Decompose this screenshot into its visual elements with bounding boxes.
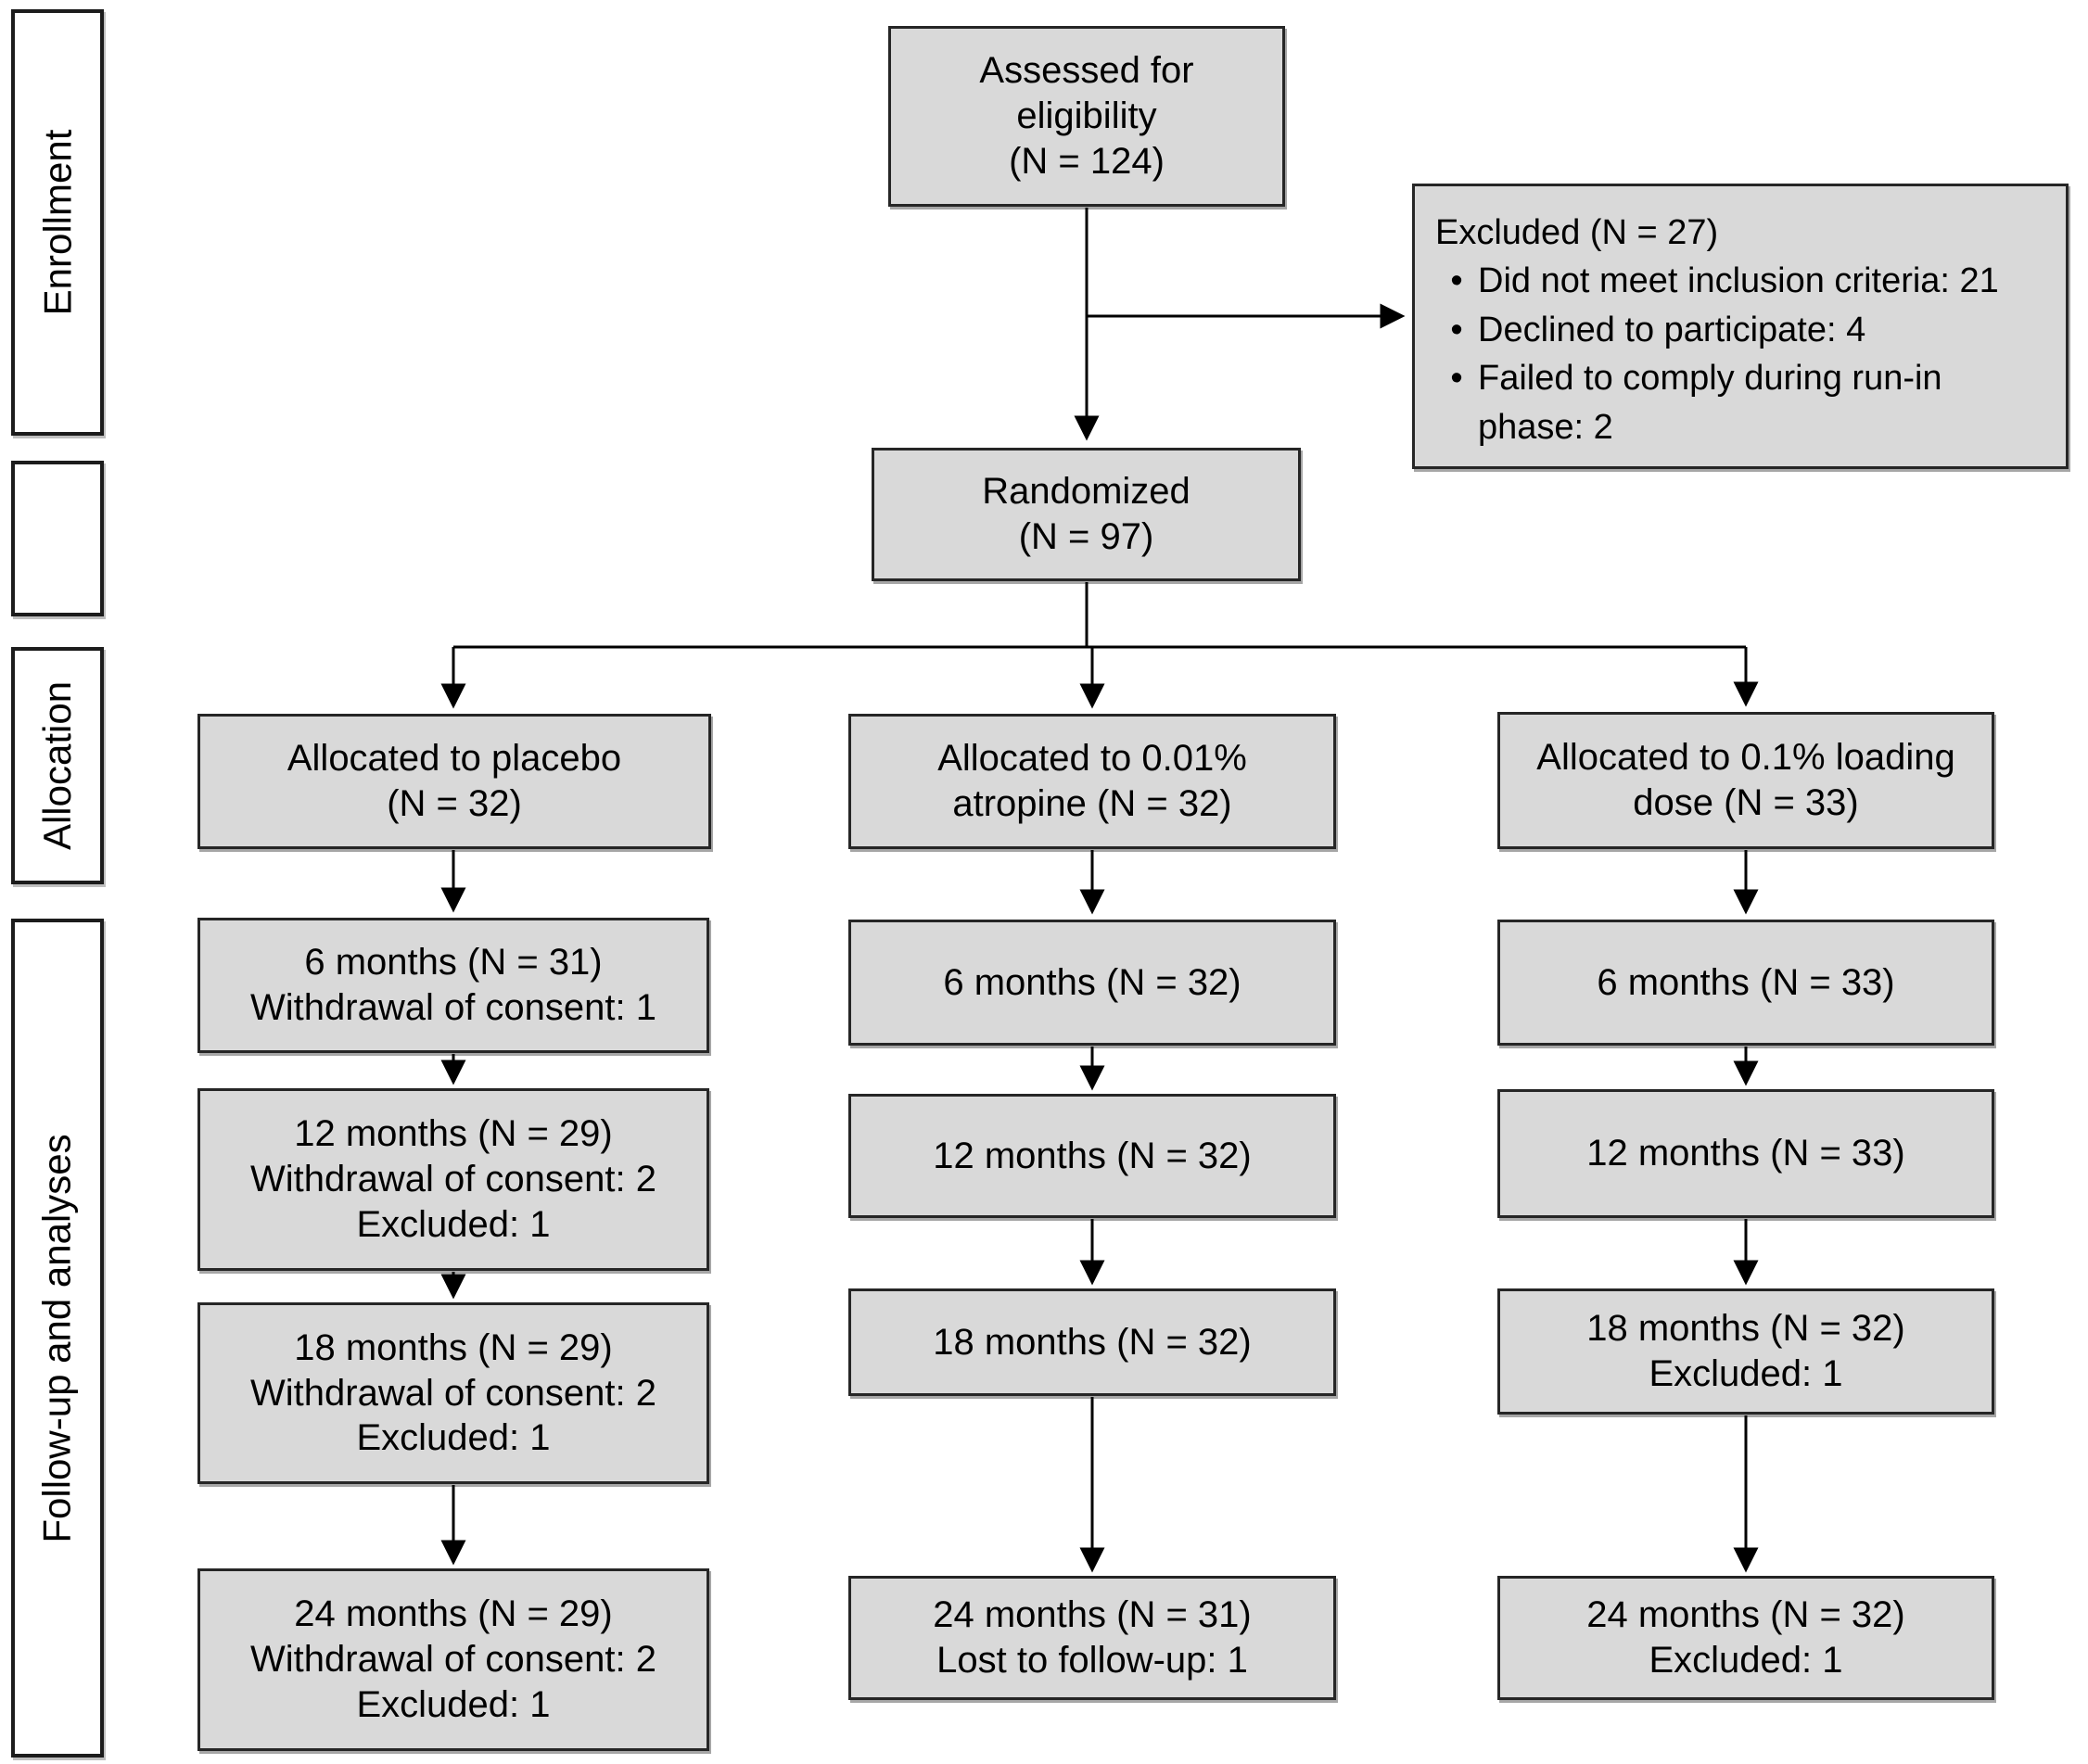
box-line: 12 months (N = 33): [1586, 1133, 1905, 1174]
followup-placebo-24m-box: 24 months (N = 29) Withdrawal of consent…: [197, 1568, 709, 1751]
followup-placebo-18m-box: 18 months (N = 29) Withdrawal of consent…: [197, 1302, 709, 1484]
allocation-atropine-001-box: Allocated to 0.01% atropine (N = 32): [848, 714, 1336, 849]
followup-loading-18m-box: 18 months (N = 32) Excluded: 1: [1497, 1288, 1994, 1415]
excluded-bullet: • Failed to comply during run-in phase: …: [1435, 354, 2053, 451]
excluded-bullet-text: Did not meet inclusion criteria: 21: [1478, 261, 1999, 301]
followup-loading-24m-box: 24 months (N = 32) Excluded: 1: [1497, 1576, 1994, 1700]
box-line: 12 months (N = 32): [933, 1135, 1252, 1176]
box-line: 18 months (N = 32): [1586, 1308, 1905, 1350]
excluded-bullet: • Declined to participate: 4: [1435, 306, 1865, 354]
box-line: 6 months (N = 32): [943, 961, 1241, 1003]
box-line: 6 months (N = 31): [304, 942, 603, 984]
rail-followup-analyses: Follow-up and analyses: [11, 919, 104, 1758]
box-line: Randomized: [982, 471, 1190, 513]
box-line: atropine (N = 32): [952, 783, 1232, 824]
randomized-box: Randomized (N = 97): [872, 448, 1301, 581]
followup-atropine-18m-box: 18 months (N = 32): [848, 1288, 1336, 1396]
bullet-icon: •: [1450, 261, 1463, 301]
box-line: Lost to follow-up: 1: [936, 1640, 1248, 1681]
followup-loading-12m-box: 12 months (N = 33): [1497, 1089, 1994, 1218]
box-line: Withdrawal of consent: 1: [250, 987, 656, 1028]
box-line: 24 months (N = 29): [294, 1593, 613, 1635]
box-line: 12 months (N = 29): [294, 1113, 613, 1155]
excluded-title: Excluded (N = 27): [1435, 213, 1719, 252]
box-line: Withdrawal of consent: 2: [250, 1639, 656, 1681]
box-line: Excluded: 1: [1649, 1640, 1843, 1681]
box-line: (N = 124): [1009, 140, 1165, 182]
excluded-bullet-text: Declined to participate: 4: [1478, 310, 1866, 349]
box-line: Allocated to 0.1% loading: [1536, 737, 1955, 779]
box-line: Allocated to placebo: [286, 738, 622, 780]
rail-enrollment: Enrollment: [11, 9, 104, 436]
rail-followup-analyses-label: Follow-up and analyses: [35, 1133, 79, 1543]
excluded-bullet-text: Failed to comply during run-in phase: 2: [1478, 359, 1942, 447]
box-line: dose (N = 33): [1633, 782, 1859, 823]
box-line: 6 months (N = 33): [1597, 961, 1895, 1003]
box-line: Excluded: 1: [356, 1417, 551, 1459]
allocation-loading-dose-box: Allocated to 0.1% loading dose (N = 33): [1497, 712, 1994, 849]
bullet-icon: •: [1450, 359, 1463, 399]
box-line: Allocated to 0.01%: [937, 738, 1247, 780]
excluded-box: Excluded (N = 27) • Did not meet inclusi…: [1412, 184, 2069, 469]
box-line: Assessed for: [979, 50, 1194, 92]
rail-allocation-label: Allocation: [35, 680, 80, 851]
rail-spacer: [11, 461, 104, 616]
excluded-bullet: • Did not meet inclusion criteria: 21: [1435, 257, 1999, 305]
box-line: Excluded: 1: [1649, 1353, 1843, 1394]
followup-placebo-6m-box: 6 months (N = 31) Withdrawal of consent:…: [197, 918, 709, 1053]
box-line: 24 months (N = 32): [1586, 1594, 1905, 1636]
box-line: 18 months (N = 29): [294, 1326, 613, 1368]
box-line: 24 months (N = 31): [933, 1594, 1252, 1636]
box-line: eligibility: [1016, 95, 1157, 137]
followup-loading-6m-box: 6 months (N = 33): [1497, 920, 1994, 1046]
bullet-icon: •: [1450, 310, 1463, 349]
box-line: Excluded: 1: [356, 1683, 551, 1725]
followup-placebo-12m-box: 12 months (N = 29) Withdrawal of consent…: [197, 1088, 709, 1271]
box-line: (N = 97): [1018, 516, 1154, 557]
rail-allocation: Allocation: [11, 647, 104, 884]
box-line: Withdrawal of consent: 2: [250, 1159, 656, 1200]
rail-enrollment-label: Enrollment: [35, 129, 80, 316]
followup-atropine-12m-box: 12 months (N = 32): [848, 1094, 1336, 1218]
box-line: Excluded: 1: [356, 1203, 551, 1245]
box-line: 18 months (N = 32): [933, 1321, 1252, 1363]
assessed-eligibility-box: Assessed for eligibility (N = 124): [888, 26, 1285, 207]
followup-atropine-24m-box: 24 months (N = 31) Lost to follow-up: 1: [848, 1576, 1336, 1700]
box-line: (N = 32): [387, 783, 522, 824]
followup-atropine-6m-box: 6 months (N = 32): [848, 920, 1336, 1046]
allocation-placebo-box: Allocated to placebo (N = 32): [197, 714, 711, 849]
box-line: Withdrawal of consent: 2: [250, 1372, 656, 1414]
